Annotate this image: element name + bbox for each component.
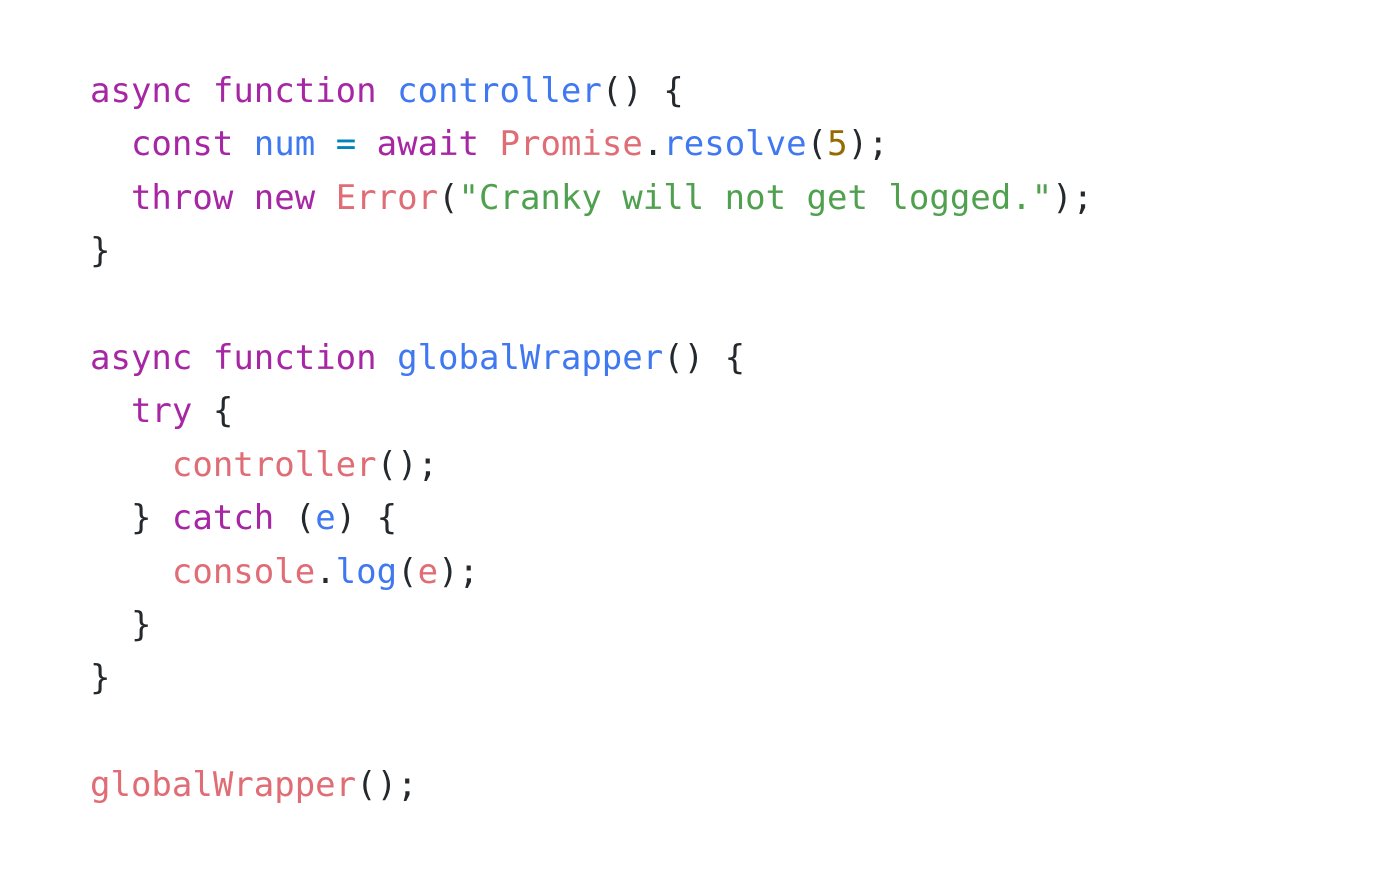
code-token	[90, 391, 131, 431]
code-line: }	[90, 652, 1093, 705]
code-token: ) {	[335, 498, 398, 539]
code-token	[192, 71, 212, 111]
code-line: }	[90, 225, 1093, 278]
code-token: controller	[171, 444, 377, 485]
code-token: }	[130, 604, 152, 645]
code-token: controller	[397, 71, 602, 111]
code-line: }	[90, 599, 1093, 652]
code-token: (	[438, 177, 459, 218]
code-token: async	[90, 71, 193, 111]
code-token: resolve	[663, 124, 807, 165]
code-token	[90, 124, 131, 164]
code-token: catch	[171, 498, 275, 539]
code-token	[377, 71, 397, 111]
code-token: Promise	[499, 124, 643, 165]
code-token: const	[130, 124, 234, 165]
code-token: num	[253, 124, 316, 165]
code-line: console.log(e);	[90, 546, 1093, 599]
code-token	[90, 552, 172, 592]
code-token: (	[397, 551, 418, 592]
code-token	[90, 178, 131, 218]
code-line: controller();	[90, 439, 1093, 492]
code-token: ();	[356, 765, 418, 806]
code-line: async function controller() {	[90, 65, 1093, 118]
code-token: function	[212, 71, 377, 111]
code-token: {	[192, 391, 234, 432]
code-token	[479, 124, 499, 164]
code-token: );	[847, 124, 889, 165]
code-line	[90, 706, 1093, 759]
code-token	[356, 124, 376, 164]
code-token: await	[376, 124, 480, 165]
code-token: try	[130, 391, 193, 432]
code-token	[90, 445, 172, 485]
code-token: (	[274, 498, 316, 539]
code-token: globalWrapper	[397, 337, 664, 378]
code-token	[315, 178, 335, 218]
code-token: log	[335, 551, 398, 592]
code-token: );	[438, 551, 480, 592]
code-token: }	[130, 498, 172, 539]
code-token: new	[253, 177, 316, 218]
code-token: () {	[663, 337, 746, 378]
code-token: ();	[376, 444, 439, 485]
code-token: throw	[130, 177, 234, 218]
code-token	[90, 498, 131, 538]
code-token: "Cranky will not get logged."	[458, 177, 1053, 218]
code-line: } catch (e) {	[90, 492, 1093, 545]
code-token: .	[315, 551, 336, 592]
code-line: async function globalWrapper() {	[90, 332, 1093, 385]
code-token	[315, 124, 335, 164]
code-token: async	[90, 337, 193, 378]
code-token: =	[335, 124, 357, 165]
code-token: globalWrapper	[90, 765, 357, 806]
code-token: .	[642, 124, 664, 165]
code-token	[233, 178, 253, 218]
code-token: );	[1052, 177, 1094, 218]
code-token	[233, 124, 253, 164]
code-token: 5	[827, 124, 848, 165]
code-token	[377, 338, 397, 378]
code-block: async function controller() { const num …	[90, 65, 1093, 812]
code-token: e	[417, 551, 439, 592]
code-token: function	[212, 337, 377, 378]
code-token	[192, 338, 212, 378]
code-line: throw new Error("Cranky will not get log…	[90, 172, 1093, 225]
code-line	[90, 279, 1093, 332]
code-token: () {	[601, 71, 684, 111]
code-token: }	[90, 231, 111, 272]
code-line: const num = await Promise.resolve(5);	[90, 118, 1093, 171]
code-token: (	[806, 124, 828, 165]
code-token: e	[315, 498, 336, 539]
code-token: console	[171, 551, 316, 592]
code-token: Error	[335, 177, 439, 218]
code-token	[90, 605, 131, 645]
code-token: }	[90, 658, 111, 699]
code-line: globalWrapper();	[90, 759, 1093, 812]
code-line: try {	[90, 385, 1093, 438]
